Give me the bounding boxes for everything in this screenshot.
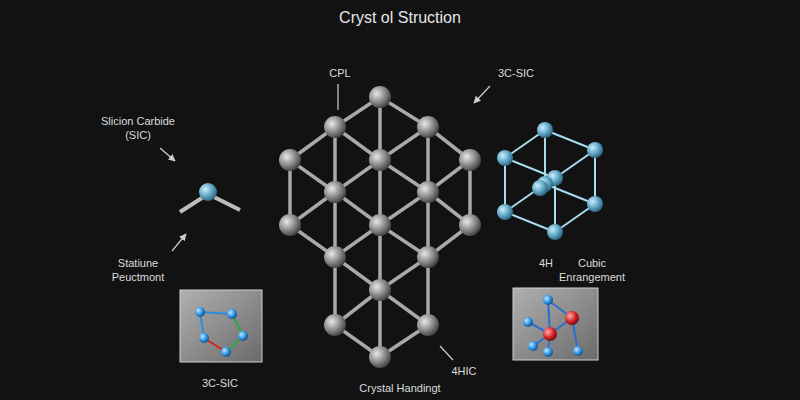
leader-line: [160, 148, 175, 161]
leader-line: [337, 84, 338, 110]
lattice-figure: [279, 86, 481, 368]
part-label: 4H: [539, 256, 553, 270]
lattice-atom: [459, 214, 481, 236]
cube-atom: [497, 204, 513, 220]
cube-edge: [554, 178, 556, 232]
structure-panel: [513, 288, 598, 360]
leader-line: [172, 234, 186, 251]
part-label: Cubic Enrangement: [550, 256, 634, 284]
cube-edge: [594, 150, 596, 204]
cube-atom: [587, 142, 603, 158]
panel-atom: [543, 295, 553, 305]
panel-atom: [543, 347, 553, 357]
part-label: 4HIC: [451, 364, 476, 378]
cube-edge: [504, 158, 506, 212]
panel-atom: [565, 311, 579, 325]
diagram-title: Cryst ol Struction: [339, 8, 461, 28]
lattice-atom: [369, 86, 391, 108]
lattice-atom: [417, 314, 439, 336]
leader-line: [440, 346, 453, 360]
lattice-atom: [369, 279, 391, 301]
lattice-atom: [417, 246, 439, 268]
leader-line: [474, 86, 490, 103]
panel-atom: [543, 327, 557, 341]
lattice-atom: [324, 314, 346, 336]
cube-edge: [505, 212, 555, 232]
lattice-atom: [369, 346, 391, 368]
caption-label: Crystal Handingt: [359, 381, 440, 395]
panel-atom: [195, 307, 205, 317]
panel-atom: [523, 317, 533, 327]
cube-atom: [497, 150, 513, 166]
panel-atom: [528, 341, 538, 351]
lattice-atom: [279, 149, 301, 171]
part-label: 3C-SIC: [498, 66, 534, 80]
lattice-atom: [324, 181, 346, 203]
part-label: CPL: [329, 66, 350, 80]
cube-atom: [532, 180, 548, 196]
cube-edge: [545, 184, 595, 204]
lattice-atom: [279, 214, 301, 236]
panel-box: [513, 288, 598, 360]
cube-edge: [545, 130, 595, 150]
lattice-atom: [417, 181, 439, 203]
panel-atom: [199, 333, 209, 343]
lattice-atom: [324, 246, 346, 268]
lattice-atom: [369, 149, 391, 171]
molecule-atom: [199, 183, 217, 201]
part-label: Statiune Peuctmont: [102, 256, 174, 284]
panel-atom: [221, 347, 231, 357]
lattice-atom: [417, 116, 439, 138]
cube-edge: [544, 130, 546, 184]
panel-box: [180, 290, 262, 362]
panel-atom: [573, 346, 583, 356]
molecule-icon: [180, 183, 240, 212]
lattice-atom: [369, 214, 391, 236]
panel-atom: [238, 331, 248, 341]
structure-panel: [180, 290, 262, 362]
cube-figure: [497, 122, 603, 240]
cube-atom: [537, 122, 553, 138]
cube-atom: [587, 196, 603, 212]
part-label: 3C-SIC: [202, 376, 238, 390]
part-label: Slicion Carbide (SIC): [92, 114, 184, 142]
cube-edge: [505, 158, 555, 178]
panel-atom: [227, 309, 237, 319]
cube-atom: [547, 224, 563, 240]
lattice-atom: [324, 116, 346, 138]
lattice-atom: [459, 149, 481, 171]
